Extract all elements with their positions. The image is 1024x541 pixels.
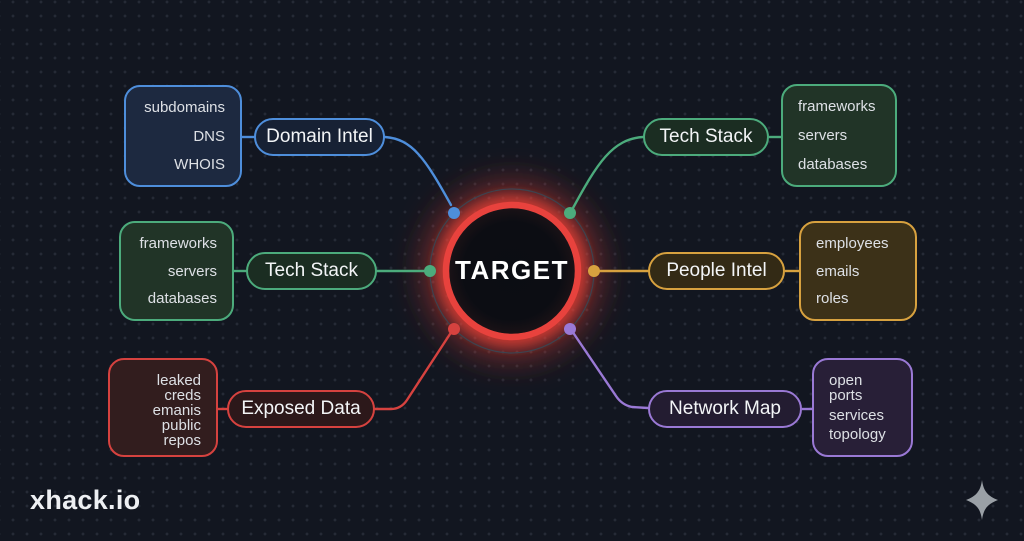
target-node: TARGET: [455, 255, 569, 285]
dot-techleft: [424, 265, 436, 277]
dot-domain: [448, 207, 460, 219]
detail-item: databases: [798, 156, 868, 173]
detail-item: roles: [816, 290, 849, 307]
detail-box-domain-intel: subdomains DNS WHOIS: [124, 85, 242, 187]
connector-network: [570, 329, 650, 410]
dot-techright: [564, 207, 576, 219]
target-disc: [449, 208, 575, 334]
dot-people: [588, 265, 600, 277]
detail-item: emails: [816, 262, 860, 280]
node-domain-intel: Domain Intel: [254, 118, 385, 156]
connector-domain: [383, 135, 453, 207]
node-tech-stack-left: Tech Stack: [246, 252, 377, 290]
node-people-intel: People Intel: [648, 252, 785, 290]
detail-item: databases: [147, 290, 217, 307]
detail-item: subdomains: [144, 99, 225, 116]
detail-item: employees: [816, 235, 889, 252]
detail-box-network-map: open ports services topology: [812, 358, 913, 457]
detail-item: emanis: [152, 402, 201, 419]
detail-box-exposed-data: leaked creds emanis public repos: [108, 358, 218, 457]
detail-item: WHOIS: [174, 156, 225, 173]
detail-item: topology: [829, 426, 886, 443]
target-ring: [442, 201, 582, 341]
node-tech-stack-right: Tech Stack: [643, 118, 769, 156]
detail-item: servers: [167, 262, 217, 280]
detail-box-tech-stack-right: frameworks servers databases: [781, 84, 897, 187]
node-exposed-data: Exposed Data: [227, 390, 375, 428]
detail-item: frameworks: [798, 98, 876, 115]
detail-item: DNS: [193, 127, 225, 145]
sparkle-icon: [966, 480, 998, 520]
detail-item: servers: [798, 127, 848, 144]
detail-box-people-intel: employees emails roles: [799, 221, 917, 321]
brand-logo: xhack.io: [30, 485, 141, 515]
connector-exposed: [373, 332, 452, 411]
detail-item: open ports: [829, 372, 863, 404]
connector-techright: [571, 135, 645, 210]
detail-item: public repos: [161, 417, 201, 449]
detail-item: leaked creds: [156, 372, 201, 404]
node-network-map: Network Map: [648, 390, 802, 428]
detail-box-tech-stack-left: frameworks servers databases: [119, 221, 234, 321]
dot-network: [564, 323, 576, 335]
dot-exposed: [448, 323, 460, 335]
detail-item: frameworks: [139, 235, 217, 252]
detail-item: services: [829, 406, 885, 424]
